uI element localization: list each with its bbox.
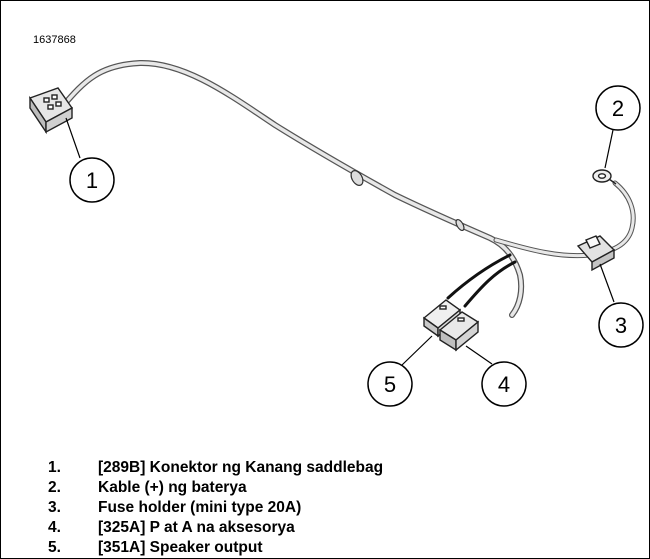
connector-branch-wires [446, 253, 517, 308]
callout-4: 4 [481, 361, 527, 407]
legend-item-text: [325A] P at A na aksesorya [98, 519, 295, 536]
accessory-power-connector [438, 311, 480, 352]
legend-item-text: [289B] Konektor ng Kanang saddlebag [98, 459, 384, 476]
legend-item: 3. Fuse holder (mini type 20A) [40, 498, 383, 518]
callout-1: 1 [69, 157, 115, 203]
legend-item: 4. [325A] P at A na aksesorya [40, 518, 383, 538]
figure-id: 1637868 [33, 34, 76, 46]
legend-item-number: 4. [48, 519, 61, 536]
battery-ring-terminal [592, 169, 617, 185]
callout-1-label: 1 [86, 168, 98, 193]
fuse-holder [576, 235, 616, 272]
legend-item-text: Fuse holder (mini type 20A) [98, 499, 302, 516]
legend-item-number: 3. [48, 499, 61, 516]
wire-ties [350, 170, 465, 232]
legend-item-number: 2. [48, 479, 61, 496]
battery-cable [493, 180, 636, 259]
harness-cable [59, 59, 525, 318]
legend-item-text: Kable (+) ng baterya [98, 479, 247, 496]
callout-5: 5 [367, 361, 413, 407]
legend-list: 1. [289B] Konektor ng Kanang saddlebag 2.… [40, 458, 383, 558]
leader-lines [65, 117, 615, 366]
legend-item: 5. [351A] Speaker output [40, 538, 383, 558]
callout-2: 2 [595, 85, 641, 131]
callout-4-label: 4 [498, 372, 510, 397]
callout-2-label: 2 [612, 96, 624, 121]
legend-item-number: 5. [48, 539, 61, 556]
callout-3: 3 [598, 302, 644, 348]
legend-item: 1. [289B] Konektor ng Kanang saddlebag [40, 458, 383, 478]
saddlebag-connector [28, 87, 74, 135]
wiring-harness-diagram: 1 2 3 4 5 [28, 59, 644, 407]
legend-item: 2. Kable (+) ng baterya [40, 478, 383, 498]
legend-item-text: [351A] Speaker output [98, 539, 263, 556]
callout-5-label: 5 [384, 372, 396, 397]
callout-3-label: 3 [615, 313, 627, 338]
legend-item-number: 1. [48, 459, 61, 476]
